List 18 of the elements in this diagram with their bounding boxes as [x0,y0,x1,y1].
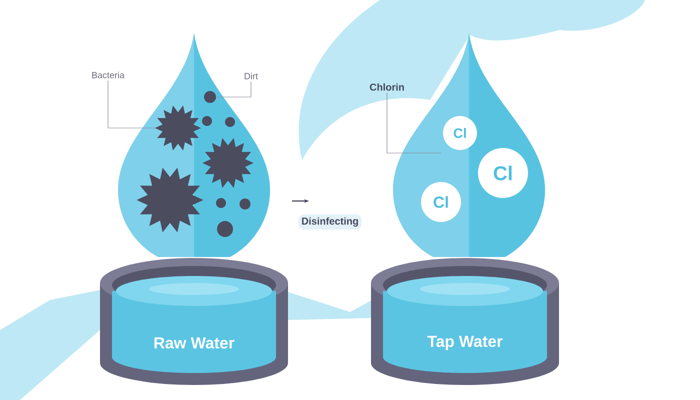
water-tank: Raw Water [100,258,288,385]
leader-line [108,80,156,128]
bacterium [155,106,201,150]
dirt-particle [225,117,235,127]
dirt-particle [217,221,233,237]
callout-label: Bacteria [92,72,124,78]
water-tank: Tap Water [371,258,559,385]
callout-label: Dirt [244,72,258,80]
callout-label: Chlorin [370,83,404,91]
dirt-particle [216,198,226,208]
leader-line [216,81,252,98]
node-label: Cl [494,166,512,180]
bacterium [136,168,204,232]
step-label: Disinfecting [298,214,362,230]
dirt-particle [240,198,250,210]
bacterium [202,138,254,188]
dirt-particle [202,116,212,126]
dirt-particle [204,91,216,103]
